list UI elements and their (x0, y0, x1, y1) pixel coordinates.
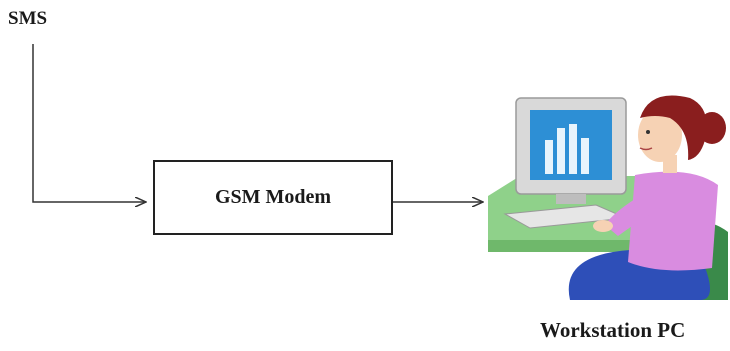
gsm-modem-box: GSM Modem (153, 160, 393, 235)
workstation-pc-label: Workstation PC (540, 318, 686, 342)
sms-to-modem-arrow (32, 44, 146, 202)
sms-label: SMS (8, 8, 48, 29)
gsm-modem-label: GSM Modem (214, 186, 332, 208)
